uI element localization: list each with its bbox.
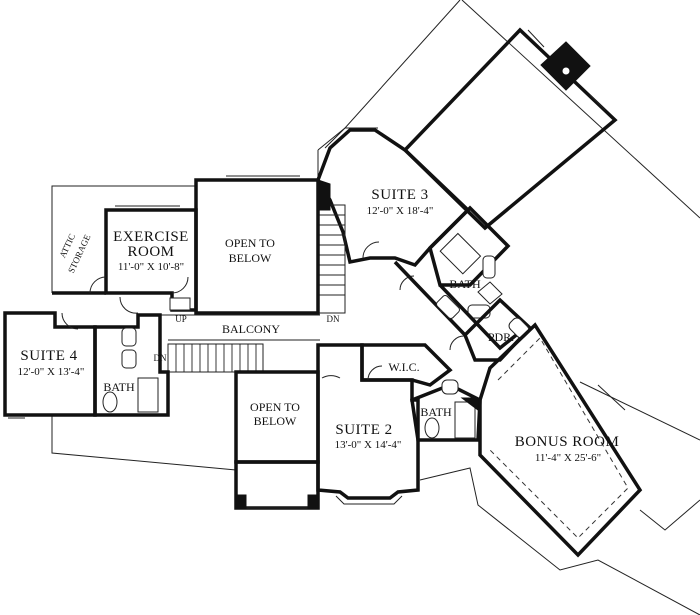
- door-swing-suite-2: [321, 375, 341, 379]
- open-to-below-upper-line2: BELOW: [229, 251, 272, 265]
- bathtub-suite-2: [454, 401, 476, 439]
- toilet-suite-2: [424, 417, 440, 439]
- toilet-suite-3: [482, 255, 496, 279]
- main-stair-treads: [318, 214, 345, 296]
- roof-outline-upper-right: [317, 0, 461, 151]
- open-to-below-upper-walls: [194, 178, 320, 315]
- door-swing-exercise: [171, 276, 189, 294]
- balcony-stair-dn-label: DN: [154, 353, 167, 363]
- bathtub-suite-3: [439, 232, 482, 275]
- hall-closet: [477, 281, 503, 305]
- diagonal-hall-wall-b: [438, 283, 522, 351]
- suite-2-bay-window: [335, 495, 403, 505]
- door-swing-wic: [367, 365, 383, 381]
- door-swing-pdr: [449, 335, 465, 351]
- roof-outline-right: [461, 0, 700, 219]
- sink-suite-4a: [121, 327, 137, 347]
- fireplace-chimney: [540, 41, 591, 91]
- door-swing-suite-4-bath: [119, 296, 139, 314]
- door-swing-suite-3: [362, 241, 380, 259]
- suite-3-dims: 12'-0" X 18'-4": [367, 205, 434, 217]
- bay-column-right: [307, 494, 319, 509]
- closet-fixture: [436, 295, 460, 319]
- suite-4-dims: 12'-0" X 13'-4": [18, 366, 85, 378]
- bonus-far-right-outline: [639, 499, 700, 531]
- door-swing-attic: [89, 276, 107, 294]
- bonus-lower-outline: [419, 467, 700, 615]
- suite-4-name: SUITE 4: [20, 348, 77, 364]
- wic-label: W.I.C.: [388, 360, 419, 374]
- suite-4-bath-walls: [93, 313, 170, 417]
- toilet-suite-4: [102, 391, 118, 413]
- bath-corner-block: [460, 397, 479, 411]
- bonus-room-knee-wall: [489, 337, 629, 539]
- exercise-room-name-line2: ROOM: [127, 244, 174, 260]
- door-swing-suite-3b: [399, 275, 415, 291]
- suite-3-bay-window: [324, 127, 378, 149]
- suite-4-walls: [3, 311, 97, 417]
- sink-suite-4b: [121, 349, 137, 369]
- attic-outline: [51, 185, 196, 293]
- exercise-room-name-line1: EXERCISE: [113, 229, 189, 245]
- suite-3-walls: [316, 128, 471, 268]
- window-mark-2: [589, 94, 606, 111]
- suite-3-name: SUITE 3: [371, 187, 428, 203]
- door-swing-suite-4: [61, 312, 79, 330]
- balcony-stair-treads: [175, 344, 257, 372]
- window-mark: [527, 29, 545, 48]
- balcony-stair-outline: [167, 343, 264, 373]
- bath-suite-3-label: BATH: [449, 277, 481, 291]
- bonus-room-walls: [478, 322, 643, 558]
- diagonal-hall-wall-a: [393, 260, 467, 337]
- stair-wall-block: [317, 179, 331, 211]
- wic-walls: [360, 343, 453, 387]
- main-stair-outline: [317, 204, 346, 314]
- exercise-room-dims: 11'-0" X 10'-8": [118, 261, 184, 273]
- suite-2-dims: 13'-0" X 14'-4": [335, 439, 402, 451]
- balcony-label: BALCONY: [222, 322, 280, 336]
- bath-suite-2-label: BATH: [420, 405, 452, 419]
- chimney-flue: [561, 66, 571, 76]
- pdr-label: PDR.: [488, 330, 514, 344]
- exercise-up-stair-step: [169, 297, 191, 311]
- sink-suite-2: [441, 379, 459, 395]
- up-label: UP: [175, 314, 187, 324]
- bay-column-left: [235, 494, 247, 509]
- open-to-below-lower-line1: OPEN TO: [250, 400, 300, 414]
- open-to-below-lower-line2: BELOW: [254, 414, 297, 428]
- open-to-below-upper-line1: OPEN TO: [225, 236, 275, 250]
- lower-left-outline: [51, 415, 237, 471]
- exercise-room-walls: [104, 208, 198, 312]
- bonus-room-dims: 11'-4" X 25'-6": [535, 452, 601, 464]
- bonus-dormer-window: [597, 384, 626, 411]
- bathtub-suite-4: [137, 377, 159, 413]
- bonus-room-name: BONUS ROOM: [515, 434, 620, 450]
- bath-suite-4-label: BATH: [103, 380, 135, 394]
- suite-2-name: SUITE 2: [335, 422, 392, 438]
- lower-bay: [234, 460, 320, 510]
- bonus-right-outline: [579, 381, 700, 441]
- main-stair-dn-label: DN: [327, 314, 340, 324]
